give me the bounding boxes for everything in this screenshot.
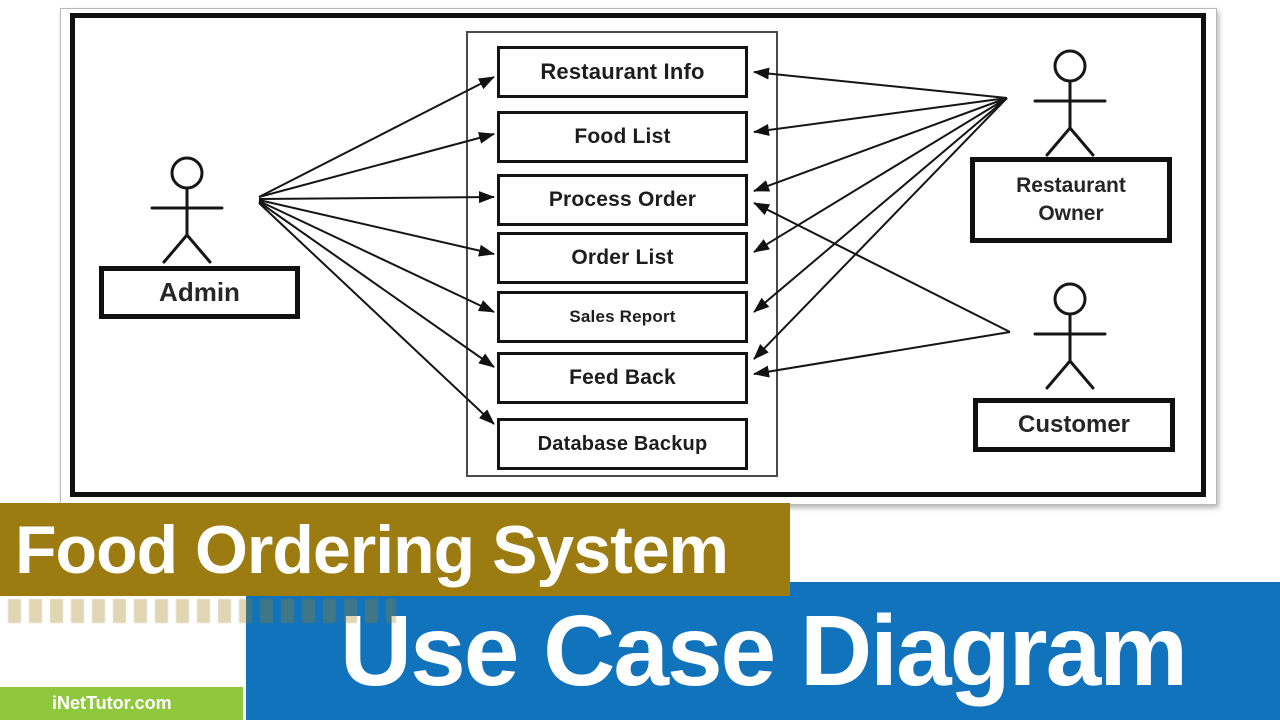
customer-actor-icon: [1033, 282, 1107, 390]
use-case-restaurant-info: Restaurant Info: [497, 46, 748, 98]
use-case-sales-report: Sales Report: [497, 291, 748, 343]
site-credit-strip: iNetTutor.com: [0, 687, 243, 720]
diagram-title-banner: Use Case Diagram: [246, 582, 1280, 720]
restaurant-owner-actor-icon: [1033, 49, 1107, 157]
use-case-order-list: Order List: [497, 232, 748, 284]
restaurant-owner-label-box: Restaurant Owner: [970, 157, 1172, 243]
customer-label-box: Customer: [973, 398, 1175, 452]
diagram-outer-frame: [70, 13, 1206, 497]
admin-actor-icon: [150, 156, 224, 264]
system-title-banner: Food Ordering System: [0, 503, 790, 596]
admin-label-box: Admin: [99, 266, 300, 319]
faded-watermark-artifact: [8, 599, 396, 623]
use-case-feed-back: Feed Back: [497, 352, 748, 404]
use-case-process-order: Process Order: [497, 174, 748, 226]
use-case-database-backup: Database Backup: [497, 418, 748, 470]
use-case-food-list: Food List: [497, 111, 748, 163]
